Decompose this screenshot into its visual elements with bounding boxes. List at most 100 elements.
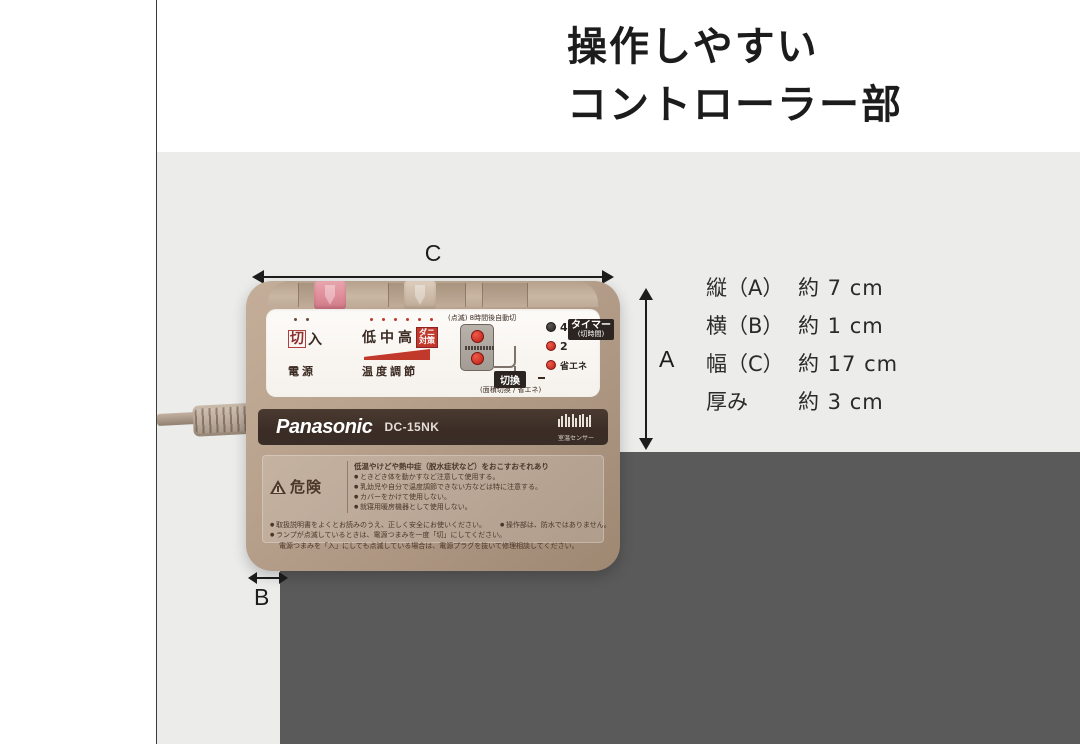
warning-headline: 低温やけどや熱中症（脱水症状など）をおこすおそれあり [354, 462, 549, 471]
tick-mark [294, 318, 297, 321]
area-switch-note: (面積切換 / 省エネ) [480, 386, 542, 394]
header-band: 操作しやすい コントローラー部 [157, 0, 1080, 152]
timer-button[interactable] [460, 324, 494, 371]
spec-label: 横（B） [706, 314, 784, 338]
dimension-shaft-b [254, 577, 282, 579]
timer-tag: タイマー (切時間) [568, 319, 614, 340]
led-indicator-4h-icon [546, 322, 556, 332]
knob-grip-icon [415, 285, 425, 305]
warning-item: 乳幼児や自分で温度調節できない方などは特に注意する。 [354, 483, 596, 493]
page-title-line1: 操作しやすい [567, 24, 819, 70]
sensor-bars-icon [557, 413, 594, 427]
spec-row: 横（B） 約 1 cm [706, 316, 898, 337]
brand-logo: Panasonic [276, 415, 373, 438]
temp-low-char: 低 [362, 330, 376, 347]
indicator-led-list: 4 2 省エネ [546, 321, 587, 378]
temp-high-char: 高 [398, 330, 412, 347]
dimension-marker-b: B [248, 570, 294, 618]
dimension-shaft-a [645, 297, 647, 441]
temperature-caption: 温度調節 [362, 365, 418, 378]
spec-label: 縦（A） [706, 276, 784, 300]
tick-mark [382, 318, 385, 321]
connector-dash [538, 377, 545, 379]
led-row-eco: 省エネ [546, 359, 588, 372]
led-row-4h: 4 [546, 320, 587, 334]
led-label-2h: 2 [560, 339, 568, 353]
connector-wire-stub [514, 366, 516, 374]
led-label-4h: 4 [560, 320, 568, 334]
dimension-label-b: B [254, 584, 270, 610]
timer-tag-line1: タイマー [571, 320, 611, 331]
tick-mark [394, 318, 397, 321]
tick-mark [406, 318, 409, 321]
temp-mid-char: 中 [380, 330, 394, 347]
warning-item: ときどき体を動かすなど注意して使用する。 [354, 473, 596, 483]
spec-row: 縦（A） 約 7 cm [706, 278, 898, 299]
arrow-right-small-icon [279, 572, 288, 584]
knob-grip-icon [325, 285, 335, 305]
sensor-label: 室温センサー [557, 435, 594, 442]
spec-row: 幅（C） 約 17 cm [706, 354, 898, 375]
timer-led-lower [471, 352, 484, 365]
slider-rail [268, 281, 598, 309]
danger-block: 危険 [270, 461, 348, 513]
arrow-up-icon [639, 288, 653, 300]
room-temp-sensor: 室温センサー [557, 413, 594, 445]
spec-value: 約 1 cm [798, 314, 884, 338]
danger-label: 危険 [290, 478, 323, 497]
spec-value: 約 17 cm [798, 352, 899, 376]
warning-plate: 危険 低温やけどや熱中症（脱水症状など）をおこすおそれあり ときどき体を動かすな… [262, 455, 611, 550]
dimension-label-a: A [659, 346, 675, 372]
spec-row: 厚み 約 3 cm [706, 392, 898, 413]
model-number: DC-15NK [384, 420, 440, 434]
arrow-left-icon [252, 270, 264, 284]
tick-mark [418, 318, 421, 321]
controller-body: 切 入 電源 低 中 高 ダニ 対策 温度調節 ( [246, 281, 620, 571]
warning-item: カバーをかけて使用しない。 [354, 493, 596, 503]
timer-led-upper [471, 330, 484, 343]
switch-button[interactable]: 切換 [494, 371, 526, 388]
connector-wire [494, 346, 516, 368]
exclamation-mark-icon [277, 485, 279, 492]
rail-notch-right [482, 283, 528, 307]
timer-tag-line2: (切時間) [577, 330, 605, 338]
warning-footer: ランプが点滅しているときは、電源つまみを一度「切」にしてください。 [270, 530, 596, 541]
dimension-label-c: C [424, 240, 442, 266]
spec-label: 厚み [706, 390, 748, 414]
temperature-slider-knob[interactable] [404, 281, 436, 309]
power-tick-marks [294, 318, 309, 321]
warning-footer: 操作部は、防水ではありません。 [500, 520, 611, 531]
power-caption: 電源 [288, 365, 316, 378]
dimension-marker-a: A [633, 288, 693, 450]
power-off-char: 切 [288, 329, 306, 349]
temperature-steps: 低 中 高 ダニ 対策 [362, 327, 438, 348]
arrow-left-small-icon [248, 572, 257, 584]
vertical-divider [156, 0, 157, 744]
tick-mark [306, 318, 309, 321]
led-label-eco: 省エネ [560, 361, 588, 372]
dimension-shaft-c [260, 276, 606, 278]
temperature-legend: 低 中 高 ダニ 対策 [362, 327, 438, 360]
mite-control-badge: ダニ 対策 [416, 327, 438, 348]
spec-label: 幅（C） [706, 352, 784, 376]
led-indicator-2h-icon [546, 341, 556, 351]
arrow-right-icon [602, 270, 614, 284]
control-face-plate: 切 入 電源 低 中 高 ダニ 対策 温度調節 ( [266, 309, 614, 397]
left-gutter [0, 0, 156, 744]
tick-mark [370, 318, 373, 321]
spec-value: 約 3 cm [798, 390, 884, 414]
temperature-tick-marks [370, 318, 433, 321]
warning-footer: 電源つまみを「入」にしても点滅している場合は、電源プラグを抜いて修理相談してくだ… [279, 541, 579, 550]
power-legend: 切 入 [288, 329, 322, 349]
power-slider-knob[interactable] [314, 281, 346, 309]
dimension-marker-c: C [252, 240, 614, 288]
mite-badge-line1: ダニ [419, 328, 435, 337]
led-indicator-eco-icon [546, 360, 556, 370]
mite-badge-line2: 対策 [419, 336, 435, 346]
arrow-down-icon [639, 438, 653, 450]
warning-item: 就寝用暖房機器として使用しない。 [354, 503, 596, 513]
photo-light-surface-left [157, 596, 280, 744]
warning-footer-row: 取扱説明書をよくとお読みのうえ、正しく安全にお使いください。 操作部は、防水では… [270, 520, 611, 531]
led-row-2h: 2 [546, 339, 587, 353]
